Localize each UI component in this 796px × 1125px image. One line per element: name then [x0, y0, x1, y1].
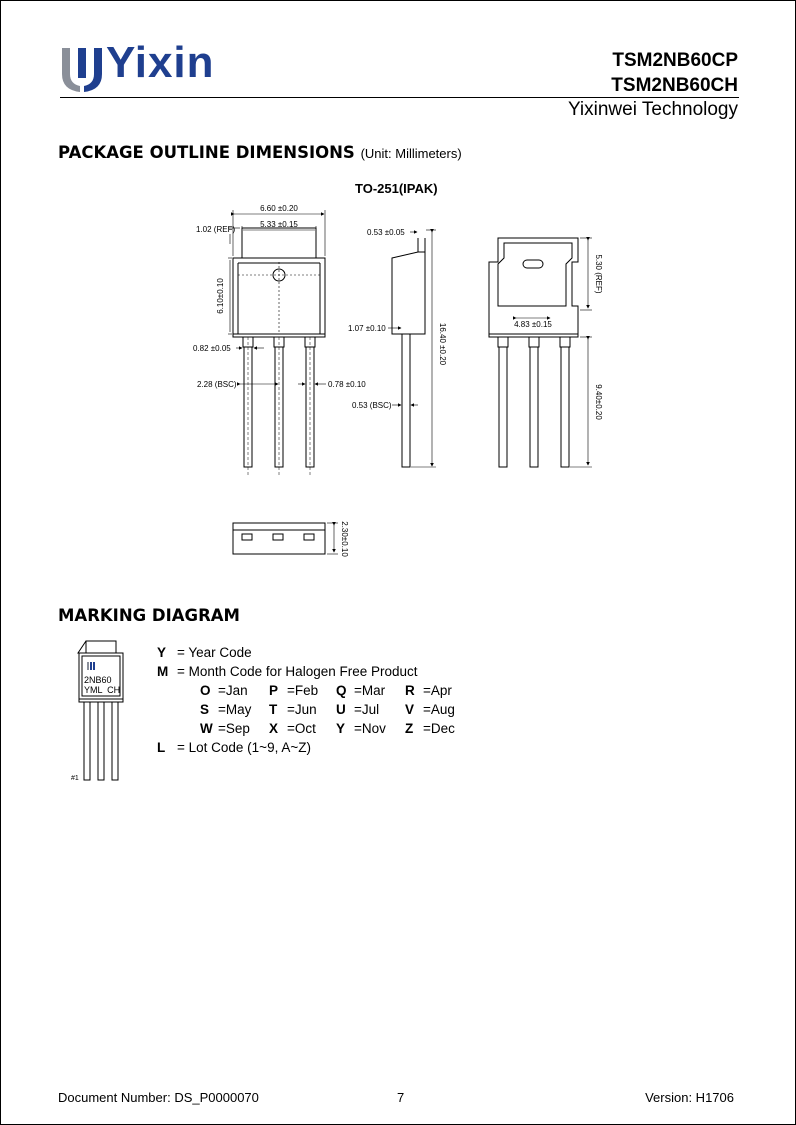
- legend-month: M = Month Code for Halogen Free Product: [157, 664, 418, 679]
- legend-year: Y = Year Code: [157, 645, 252, 660]
- month-key: S: [200, 702, 210, 717]
- dim-610: 6.10±0.10: [216, 278, 225, 314]
- month-value: =Jun: [287, 702, 317, 717]
- logo-text: Yixin: [106, 38, 215, 87]
- legend-lot-text: = Lot Code (1~9, A~Z): [177, 740, 311, 755]
- month-value: =Apr: [423, 683, 452, 698]
- month-key: Q: [336, 683, 347, 698]
- dim-533: 5.33 ±0.15: [260, 220, 298, 229]
- month-value: =Jan: [218, 683, 248, 698]
- month-key: P: [269, 683, 279, 698]
- bottom-view: [232, 522, 338, 555]
- month-value: =Aug: [423, 702, 455, 717]
- dim-082: 0.82 ±0.05: [193, 344, 231, 353]
- dim-660: 6.60 ±0.20: [260, 204, 298, 213]
- package-section-title: PACKAGE OUTLINE DIMENSIONS (Unit: Millim…: [58, 143, 462, 162]
- marking-chip: 2NB60 YML CH #1: [71, 640, 124, 782]
- month-key: Y: [336, 721, 346, 736]
- month-key: O: [200, 683, 211, 698]
- month-key: W: [200, 721, 213, 736]
- package-unit-text: (Unit: Millimeters): [360, 146, 462, 161]
- month-value: =Dec: [423, 721, 455, 736]
- month-key: Z: [405, 721, 414, 736]
- pin-1-label: #1: [71, 775, 79, 782]
- footer-page-number: 7: [397, 1090, 405, 1105]
- month-key: U: [336, 702, 346, 717]
- legend-lot: L = Lot Code (1~9, A~Z): [157, 740, 311, 755]
- dim-053a: 0.53 ±0.05: [367, 228, 405, 237]
- company-name: Yixinwei Technology: [567, 99, 738, 120]
- dim-530: 5.30 (REF): [594, 254, 603, 293]
- legend-month-text: = Month Code for Halogen Free Product: [177, 664, 418, 679]
- back-view: [488, 237, 592, 468]
- marking-section-title: MARKING DIAGRAM: [58, 606, 240, 625]
- chip-logo-icon: [87, 662, 95, 670]
- chip-line-1: 2NB60: [84, 675, 112, 685]
- side-view: [388, 229, 436, 468]
- month-row-1: O =Jan P =Feb Q =Mar R =Apr: [200, 683, 452, 698]
- month-key: X: [269, 721, 279, 736]
- legend-lot-key: L: [157, 740, 166, 755]
- logo-mark-icon: [62, 48, 102, 92]
- dim-1640: 16.40 ±0.20: [438, 323, 447, 366]
- dim-230: 2.30±0.10: [340, 521, 349, 557]
- dim-053b: 0.53 (BSC): [352, 401, 392, 410]
- package-title-text: PACKAGE OUTLINE DIMENSIONS: [58, 143, 355, 162]
- month-value: =Jul: [354, 702, 380, 717]
- month-key: R: [405, 683, 415, 698]
- footer-version: Version: H1706: [645, 1090, 734, 1105]
- month-value: =Oct: [287, 721, 316, 736]
- month-row-2: S =May T =Jun U =Jul V =Aug: [200, 702, 455, 717]
- company-logo: Yixin: [60, 38, 214, 99]
- part-number-1: TSM2NB60CP: [612, 50, 738, 71]
- month-value: =Mar: [354, 683, 386, 698]
- month-value: =Sep: [218, 721, 250, 736]
- part-number-2: TSM2NB60CH: [611, 75, 738, 96]
- package-name: TO-251(IPAK): [355, 181, 438, 196]
- dim-483: 4.83 ±0.15: [514, 320, 552, 329]
- dim-078: 0.78 ±0.10: [328, 380, 366, 389]
- footer-doc-number: Document Number: DS_P0000070: [58, 1090, 259, 1105]
- month-row-3: W =Sep X =Oct Y =Nov Z =Dec: [200, 721, 455, 736]
- dim-228: 2.28 (BSC): [197, 380, 237, 389]
- month-key: T: [269, 702, 278, 717]
- legend-year-key: Y: [157, 645, 167, 660]
- month-value: =Feb: [287, 683, 319, 698]
- legend-year-text: = Year Code: [177, 645, 252, 660]
- chip-line-2: YML CH: [84, 685, 120, 695]
- dim-102: 1.02 (REF): [196, 225, 235, 234]
- front-view: [228, 210, 326, 475]
- month-value: =Nov: [354, 721, 386, 736]
- dim-107: 1.07 ±0.10: [348, 324, 386, 333]
- legend-month-key: M: [157, 664, 169, 679]
- dim-940: 9.40±0.20: [594, 384, 603, 420]
- month-key: V: [405, 702, 415, 717]
- header-divider: [60, 97, 739, 98]
- month-value: =May: [218, 702, 252, 717]
